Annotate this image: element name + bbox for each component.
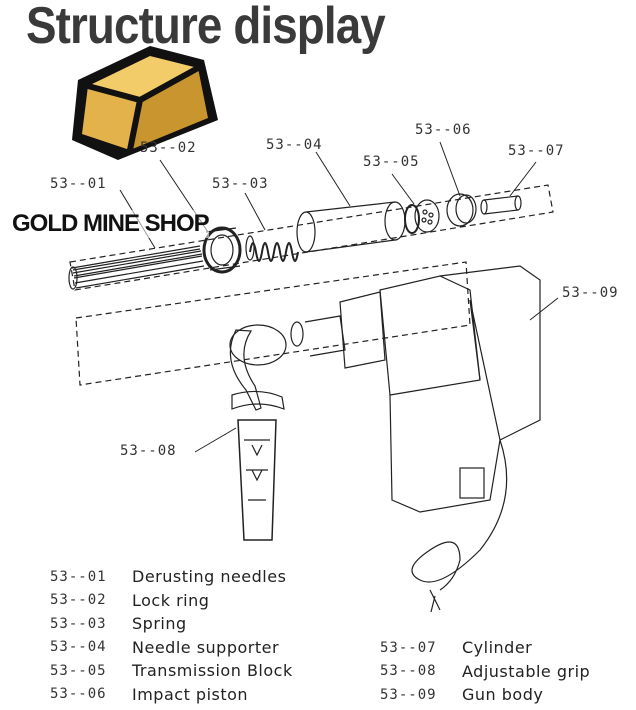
legend-code: 53--09 — [380, 686, 437, 703]
legend-item: 53--08 Adjustable grip — [380, 660, 590, 684]
legend-name: Derusting needles — [132, 567, 287, 587]
adjustable-grip — [229, 324, 287, 541]
upper-dash-frame — [69, 184, 554, 291]
needle-supporter — [296, 201, 406, 253]
legend-item: 53--07 Cylinder — [380, 636, 590, 660]
legend-name: Gun body — [462, 685, 544, 705]
legend-name: Transmission Block — [132, 661, 293, 681]
legend-code: 53--03 — [50, 615, 107, 632]
callout-53-03: 53--03 — [212, 176, 269, 192]
callout-53-02: 53--02 — [140, 140, 197, 156]
legend-item: 53--02 Lock ring — [50, 589, 293, 613]
cylinder — [480, 195, 522, 215]
legend-right: 53--07 Cylinder 53--08 Adjustable grip 53-… — [380, 636, 590, 707]
callout-53-09: 53--09 — [562, 285, 619, 301]
gold-bar-icon — [72, 46, 218, 160]
transmission-block — [404, 199, 440, 234]
legend-name: Impact piston — [132, 684, 249, 704]
callout-53-08: 53--08 — [120, 443, 177, 459]
legend-code: 53--08 — [380, 663, 437, 680]
derusting-needles — [68, 245, 205, 290]
legend-code: 53--02 — [50, 592, 107, 609]
legend-item: 53--06 Impact piston — [50, 683, 293, 707]
gun-body — [290, 265, 541, 613]
legend-code: 53--06 — [50, 686, 107, 703]
legend-name: Needle supporter — [132, 637, 280, 657]
lock-ring — [202, 226, 242, 274]
callout-53-07: 53--07 — [508, 143, 565, 159]
legend-code: 53--07 — [380, 639, 437, 656]
legend-item: 53--04 Needle supporter — [50, 636, 293, 660]
legend-name: Lock ring — [132, 590, 210, 610]
legend-name: Spring — [132, 614, 187, 634]
legend-name: Cylinder — [462, 638, 533, 658]
spring — [245, 235, 299, 262]
legend-item: 53--05 Transmission Block — [50, 659, 293, 683]
impact-piston — [446, 193, 477, 227]
shop-name: GOLD MINE SHOP — [12, 210, 210, 238]
legend-code: 53--01 — [50, 568, 107, 585]
callout-53-06: 53--06 — [415, 122, 472, 138]
callout-53-05: 53--05 — [363, 154, 420, 170]
legend-item: 53--03 Spring — [50, 612, 293, 636]
legend-name: Adjustable grip — [462, 661, 591, 681]
legend-code: 53--04 — [50, 639, 107, 656]
legend-item: 53--09 Gun body — [380, 683, 590, 707]
lower-dash-frame — [75, 261, 471, 386]
legend-code: 53--05 — [50, 662, 107, 679]
callout-53-01: 53--01 — [50, 176, 107, 192]
callout-53-04: 53--04 — [266, 137, 323, 153]
page-title: Structure display — [26, 0, 386, 55]
legend-item: 53--01 Derusting needles — [50, 565, 293, 589]
